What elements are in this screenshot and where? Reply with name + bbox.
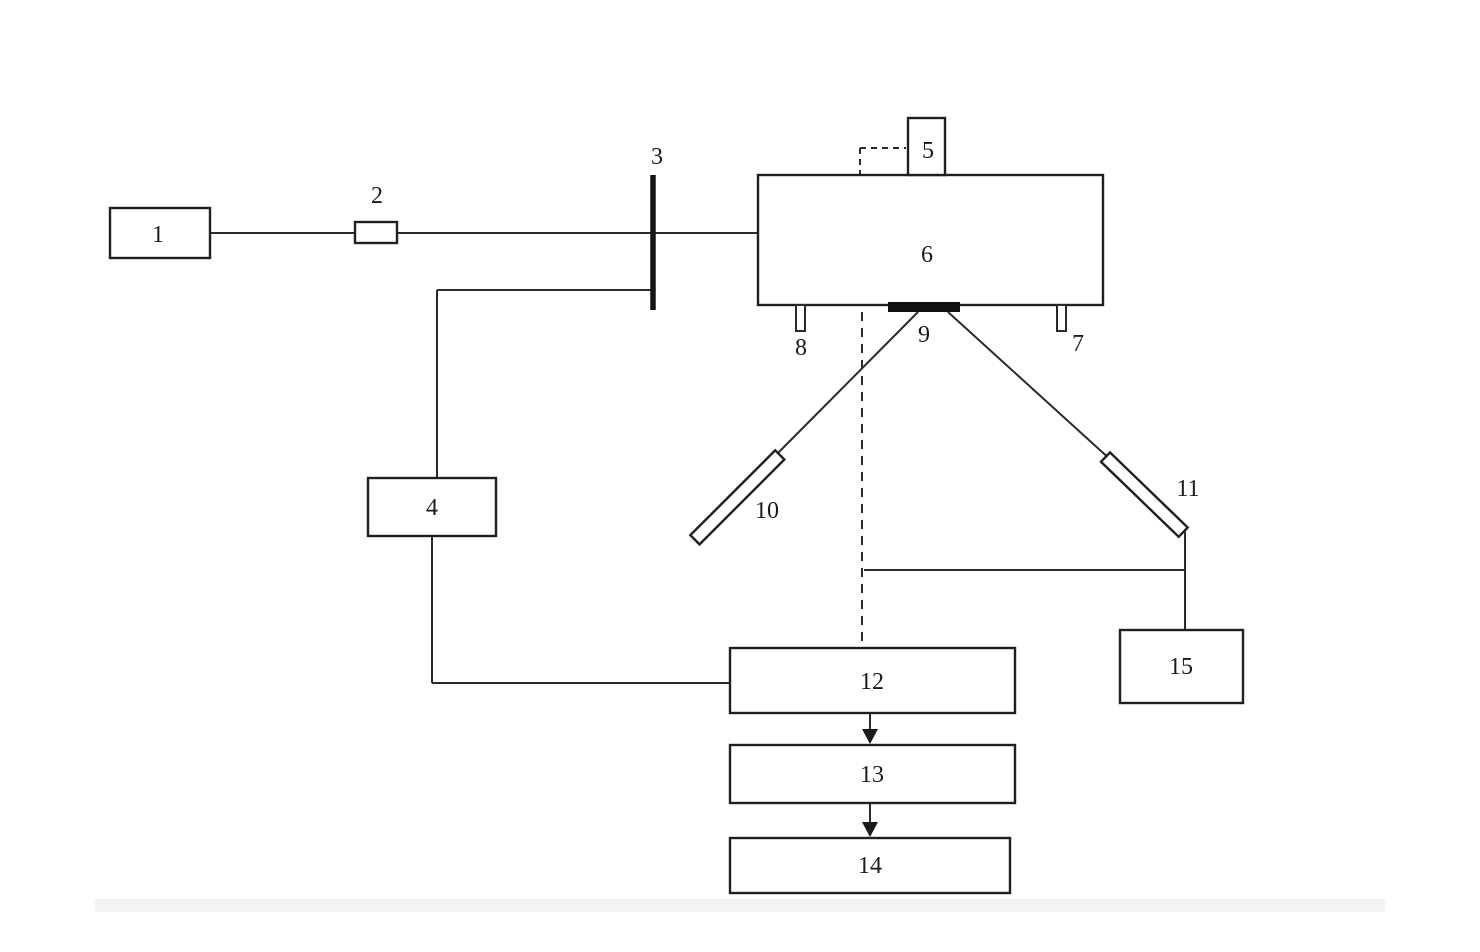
component-box-4 [366, 476, 498, 538]
label-2: 2 [371, 183, 383, 209]
label-14: 14 [858, 853, 882, 879]
label-13: 13 [860, 762, 884, 788]
label-7: 7 [1072, 331, 1084, 357]
component-mirror-11 [1099, 450, 1190, 539]
label-15: 15 [1169, 654, 1193, 680]
beam-9-to-10 [771, 311, 919, 460]
component-box-1 [108, 206, 212, 260]
component-box-13 [728, 743, 1017, 805]
component-box-14 [728, 836, 1012, 895]
component-pin-7 [1056, 304, 1067, 332]
component-block-9 [888, 302, 960, 312]
arrowhead-12-to-13 [862, 729, 878, 744]
label-4: 4 [426, 495, 438, 521]
component-box-5 [906, 116, 947, 177]
label-5: 5 [922, 138, 934, 164]
arrowhead-13-to-14 [862, 822, 878, 837]
label-9: 9 [918, 322, 930, 348]
component-mirror-10 [688, 448, 787, 547]
label-8: 8 [795, 335, 807, 361]
label-11: 11 [1176, 476, 1199, 502]
label-6: 6 [921, 242, 933, 268]
component-box-15 [1118, 628, 1245, 705]
label-12: 12 [860, 669, 884, 695]
component-box-6 [756, 173, 1105, 307]
component-box-12 [728, 646, 1017, 715]
component-pin-8 [795, 304, 806, 332]
component-box-2 [353, 220, 399, 245]
label-1: 1 [152, 222, 164, 248]
label-10: 10 [755, 498, 779, 524]
beam-9-to-11 [947, 311, 1113, 462]
scan-artifact-band [95, 899, 1385, 912]
label-3: 3 [651, 144, 663, 170]
